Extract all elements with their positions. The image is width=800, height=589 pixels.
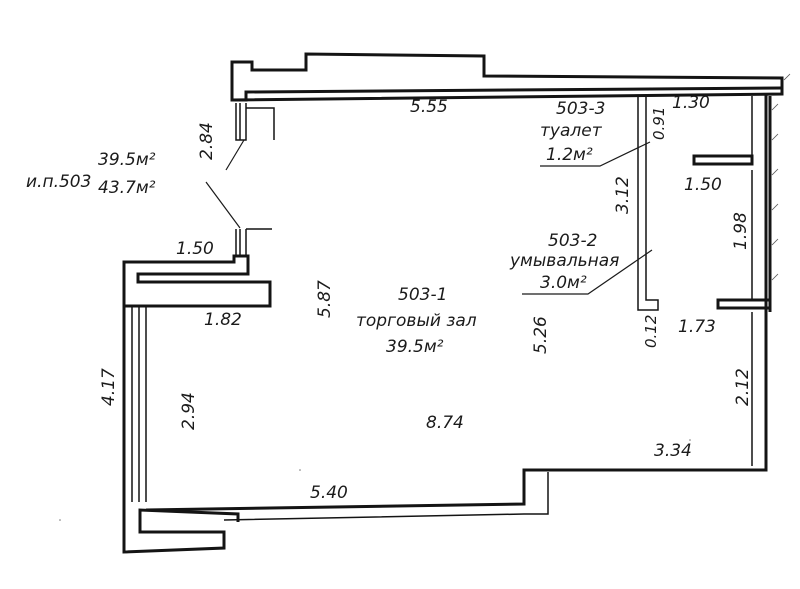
- leader-toilet: [540, 141, 651, 167]
- room-503-2-id: 503-2: [548, 231, 597, 251]
- dim-left-wall: 4.17: [99, 368, 119, 406]
- leader-washroom: [522, 249, 653, 295]
- top-wall: [230, 52, 784, 102]
- scan-specks: [59, 439, 691, 521]
- room-503-1-id: 503-1: [398, 285, 447, 305]
- upper-window: [235, 103, 275, 141]
- bottom-wall-inner: [223, 472, 549, 521]
- left-window-frame: [131, 306, 147, 502]
- dim-bottom-wall: 5.40: [310, 483, 348, 503]
- dim-washroom-height: 1.98: [731, 212, 751, 250]
- right-wall-hatch: [771, 73, 791, 281]
- dim-right-lower-stub: 1.73: [678, 317, 716, 337]
- bottom-wall: [145, 94, 768, 512]
- left-pillar: [122, 254, 272, 308]
- right-mid-partition: [692, 154, 754, 166]
- bottom-left-block: [122, 502, 240, 554]
- dim-wall-thickness: 0.12: [642, 315, 660, 348]
- dim-left-inner: 2.94: [179, 392, 199, 430]
- room-503-1-area: 39.5м²: [386, 337, 444, 357]
- room-503-1-name: торговый зал: [356, 311, 477, 331]
- walls: [122, 52, 791, 554]
- dim-left-stub: 1.50: [176, 239, 214, 259]
- dim-toilet-width: 0.91: [650, 107, 668, 140]
- dim-hall-inner: 5.26: [531, 316, 551, 354]
- dim-right-lower: 2.12: [733, 368, 753, 406]
- unit-area-main: 39.5м²: [98, 150, 156, 170]
- dim-hall-height: 5.87: [315, 280, 335, 318]
- room-503-2-area: 3.0м²: [540, 273, 587, 293]
- dim-pillar: 1.82: [204, 310, 242, 330]
- dim-bottom-right: 3.34: [654, 441, 692, 461]
- dim-window-upper: 2.84: [197, 122, 217, 160]
- right-lower-partition: [716, 298, 772, 310]
- dim-right-mid: 1.50: [684, 175, 722, 195]
- unit-area-total: 43.7м²: [98, 178, 156, 198]
- unit-id: и.п.503: [26, 172, 91, 192]
- dim-toilet-height: 3.12: [613, 176, 633, 214]
- dim-right-top: 1.30: [672, 93, 710, 113]
- top-inner-wall: [232, 86, 783, 102]
- room-503-3-name: туалет: [540, 121, 603, 141]
- labels: и.п.503 39.5м² 43.7м² 503-1 торговый зал…: [26, 93, 753, 503]
- lower-window: [235, 228, 272, 257]
- dim-top-wall: 5.55: [410, 97, 448, 117]
- room-503-3-area: 1.2м²: [546, 145, 593, 165]
- toilet-partition: [637, 96, 659, 311]
- room-503-2-name: умывальная: [509, 251, 619, 271]
- dim-hall-width: 8.74: [426, 413, 464, 433]
- leader-window: [205, 139, 245, 229]
- room-503-3-id: 503-3: [556, 99, 605, 119]
